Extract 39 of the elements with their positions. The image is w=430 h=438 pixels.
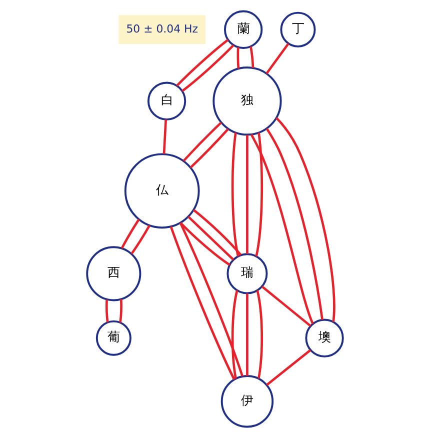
node-circle: 独 — [212, 66, 282, 136]
connector — [190, 128, 229, 168]
connector — [188, 216, 234, 260]
connector — [256, 290, 263, 379]
connector — [266, 128, 324, 320]
node-circle: 丁 — [280, 12, 316, 48]
connector — [192, 208, 242, 256]
connector — [176, 38, 229, 86]
connector — [246, 134, 248, 254]
node-circle: 西 — [86, 246, 142, 302]
connector — [180, 222, 230, 266]
connector — [182, 44, 234, 92]
connector — [236, 47, 240, 69]
label: 50 ± 0.04 Hz — [126, 22, 198, 36]
connector — [261, 286, 312, 327]
connector — [130, 224, 151, 254]
node-circle: 葡 — [96, 320, 132, 356]
node-circle: 白 — [147, 82, 186, 120]
connector — [120, 218, 140, 249]
connector — [170, 226, 236, 380]
connector — [250, 46, 254, 68]
node-circle: 瑞 — [226, 253, 268, 294]
connector — [162, 119, 168, 154]
connector — [182, 122, 222, 162]
connector — [179, 222, 244, 377]
node-circle: 蘭 — [224, 10, 263, 49]
connector — [266, 42, 290, 74]
connector — [246, 293, 248, 376]
node-circle: 墺 — [305, 318, 344, 358]
connector — [276, 117, 336, 322]
connector — [255, 132, 264, 257]
node-circle: 仏 — [124, 153, 200, 229]
connector — [250, 134, 314, 324]
connector — [231, 290, 238, 379]
node-circle: 伊 — [220, 374, 274, 428]
connector — [231, 132, 240, 257]
connector — [119, 299, 122, 323]
connector — [105, 300, 109, 322]
connector — [266, 349, 312, 386]
